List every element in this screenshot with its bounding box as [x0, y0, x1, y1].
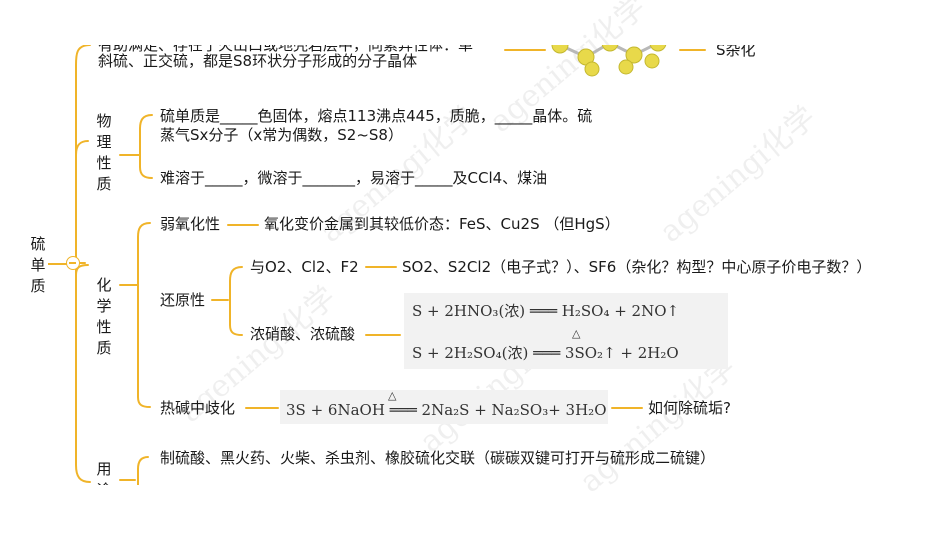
remove-scale-question: 如何除硫垢? [648, 399, 731, 417]
equation-h2so4: S + 2H₂SO₄(浓) ═══ 3SO₂↑ + 2H₂O [412, 344, 679, 362]
gases-label: 与O2、Cl2、F2 [250, 258, 359, 276]
s-hybrid-label: S杂化 [716, 45, 756, 59]
collapse-toggle-icon[interactable] [66, 256, 80, 270]
physical-line-2: 蒸气Sx分子（x常为偶数，S2~S8） [160, 126, 403, 144]
equation-hno3: S + 2HNO₃(浓) ═══ H₂SO₄ + 2NO↑ [412, 302, 680, 320]
physical-properties-label: 物理性质 [96, 112, 112, 193]
naoh-equation-box: △ 3S + 6NaOH ═══ 2Na₂S + Na₂SO₃+ 3H₂O [280, 389, 608, 424]
content-clip: 有助满足、存在于火山口或地壳岩层中，同素异性体：单 斜硫、正交硫，都是S8环状分… [0, 45, 950, 485]
equation-naoh: 3S + 6NaOH ═══ 2Na₂S + Na₂SO₃+ 3H₂O [286, 401, 607, 419]
delta-symbol: △ [572, 327, 581, 340]
acid-equations-box: S + 2HNO₃(浓) ═══ H₂SO₄ + 2NO↑ △ S + 2H₂S… [404, 293, 728, 369]
uses-label: 用途 [96, 460, 112, 485]
delta-symbol: △ [388, 389, 397, 402]
s8-molecule-image [551, 45, 667, 77]
uses-text: 制硫酸、黑火药、火柴、杀虫剂、橡胶硫化交联（碳碳双键可打开与硫形成二硫键） [160, 449, 716, 467]
chemical-properties-label: 化学性质 [96, 276, 112, 357]
allotropes-text: 斜硫、正交硫，都是S8环状分子形成的分子晶体 [98, 52, 418, 70]
connector-lines [74, 45, 706, 485]
reducing-label: 还原性 [160, 291, 206, 309]
weak-oxidizing-label: 弱氧化性 [160, 215, 221, 233]
weak-oxidizing-detail: 氧化变价金属到其较低价态：FeS、Cu2S （但HgS） [264, 215, 620, 233]
disproportion-label: 热碱中歧化 [160, 399, 236, 417]
solubility-text: 难溶于_____，微溶于_______，易溶于_____及CCl4、煤油 [160, 169, 548, 187]
gases-detail: SO2、S2Cl2（电子式？）、SF6（杂化？构型？中心原子价电子数？） [402, 258, 872, 276]
root-node-label: 硫单质 [30, 235, 46, 295]
root-connector [48, 263, 68, 265]
top-cut-text: 有助满足、存在于火山口或地壳岩层中，同素异性体：单 [98, 45, 474, 54]
physical-line-1: 硫单质是_____色固体，熔点113沸点445，质脆，_____晶体。硫 [160, 107, 593, 125]
conc-acids-label: 浓硝酸、浓硫酸 [250, 325, 356, 343]
